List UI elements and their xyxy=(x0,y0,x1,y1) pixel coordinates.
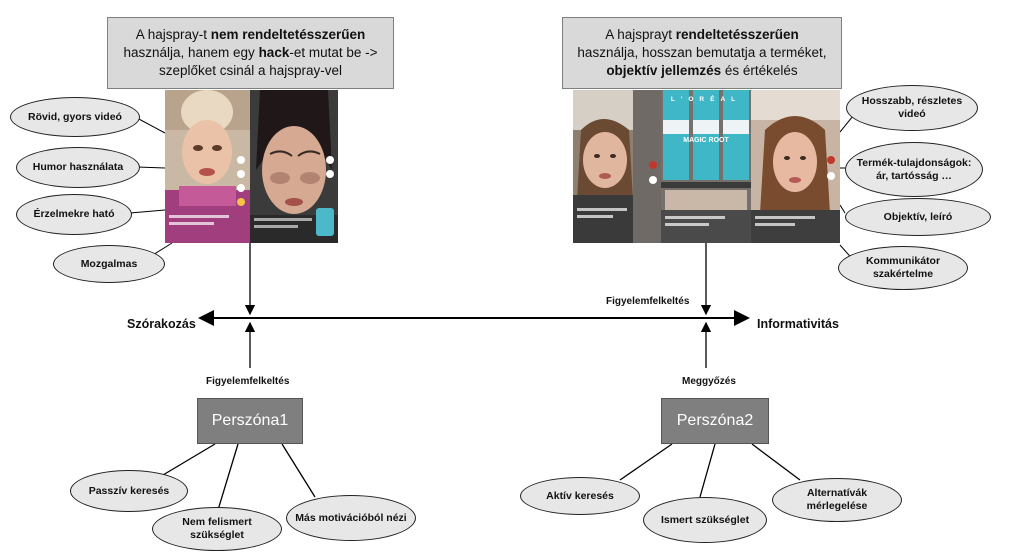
oval-communicator-expertise: Kommunikátor szakértelme xyxy=(838,246,968,290)
oval-humor: Humor használata xyxy=(16,147,140,188)
oval-known-need: Ismert szükséglet xyxy=(643,497,767,543)
oval-unrecognized-need: Nem felismert szükséglet xyxy=(152,507,282,551)
oval-weighing-alternatives: Alternatívák mérlegelése xyxy=(772,478,902,522)
persona2-box: Perszóna2 xyxy=(661,398,769,444)
axis-right-label: Informativitás xyxy=(757,317,839,331)
right-description-box: A hajsprayt rendeltetésszerűen használja… xyxy=(562,17,842,89)
right-product-shelf-image: L'ORÉAL MAGIC ROOT xyxy=(661,90,751,243)
persona2-link-label: Meggyőzés xyxy=(682,376,736,387)
right-video-thumbnail-1 xyxy=(573,90,661,243)
right-attention-label: Figyelemfelkeltés xyxy=(606,296,690,307)
oval-short-video: Rövid, gyors videó xyxy=(10,97,140,137)
product-brand-label: L'ORÉAL xyxy=(670,96,742,103)
oval-longer-video: Hosszabb, részletes videó xyxy=(846,85,978,131)
oval-dynamic: Mozgalmas xyxy=(53,245,165,283)
axis-left-label: Szórakozás xyxy=(127,317,196,331)
oval-passive-search: Passzív keresés xyxy=(70,470,188,512)
oval-other-motivation: Más motivációból nézi xyxy=(286,495,416,541)
oval-product-features: Termék-tulajdonságok: ár, tartósság … xyxy=(845,142,983,197)
left-video-thumbnail-2 xyxy=(250,90,338,243)
persona1-box: Perszóna1 xyxy=(197,398,303,444)
left-video-thumbnail-1 xyxy=(165,90,250,243)
oval-active-search: Aktív keresés xyxy=(520,477,640,515)
oval-objective: Objektív, leíró xyxy=(845,198,991,236)
right-video-thumbnail-2 xyxy=(751,90,840,243)
product-name-label: MAGIC ROOT xyxy=(683,137,729,144)
left-description-box: A hajspray-t nem rendeltetésszerűen hasz… xyxy=(107,17,394,89)
oval-emotional: Érzelmekre ható xyxy=(16,194,132,235)
persona1-link-label: Figyelemfelkeltés xyxy=(206,376,290,387)
